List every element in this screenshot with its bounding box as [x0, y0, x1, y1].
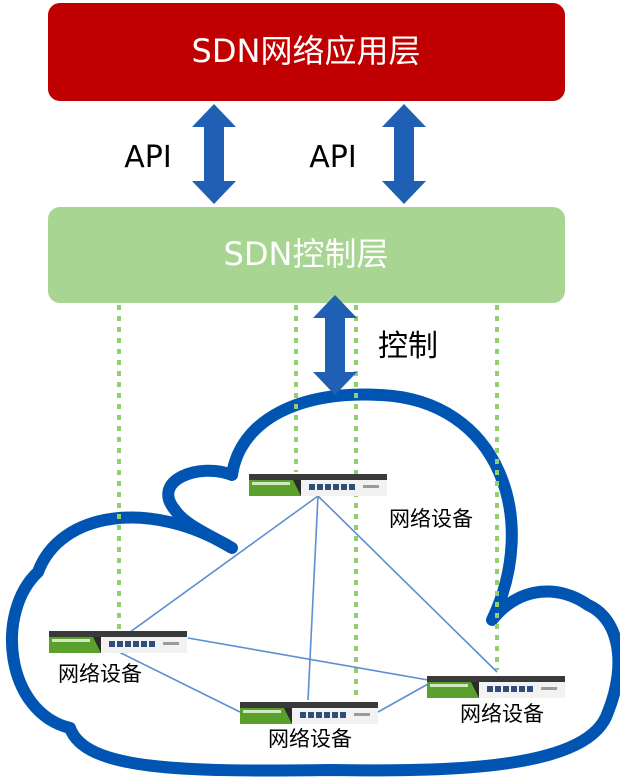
link-top-right: [317, 495, 498, 673]
control-layer-box: [48, 207, 565, 303]
app-layer-box: [48, 3, 565, 101]
api-right-label: API: [309, 140, 356, 175]
api-left-label: API: [124, 140, 171, 175]
network-device-left: [49, 631, 187, 653]
network-device-right: [427, 676, 565, 698]
control-layer-label: SDN控制层: [224, 235, 389, 273]
link-top-left: [118, 495, 319, 641]
link-bottom-right: [377, 683, 429, 713]
device-links: [118, 495, 498, 713]
api-right-arrow: [382, 104, 426, 204]
network-device-top: [249, 474, 387, 496]
app-layer-label: SDN网络应用层: [192, 32, 421, 70]
device-label-top: 网络设备: [389, 507, 473, 531]
network-device-bottom: [240, 702, 378, 724]
device-label-left: 网络设备: [58, 662, 142, 686]
link-left-bottom: [118, 651, 241, 713]
link-left-right: [187, 637, 429, 681]
link-top-bottom: [307, 495, 319, 701]
control-label: 控制: [378, 329, 438, 364]
control-arrow: [313, 295, 357, 395]
device-label-bottom: 网络设备: [268, 727, 352, 751]
api-left-arrow: [192, 104, 236, 204]
device-label-right: 网络设备: [460, 702, 544, 726]
